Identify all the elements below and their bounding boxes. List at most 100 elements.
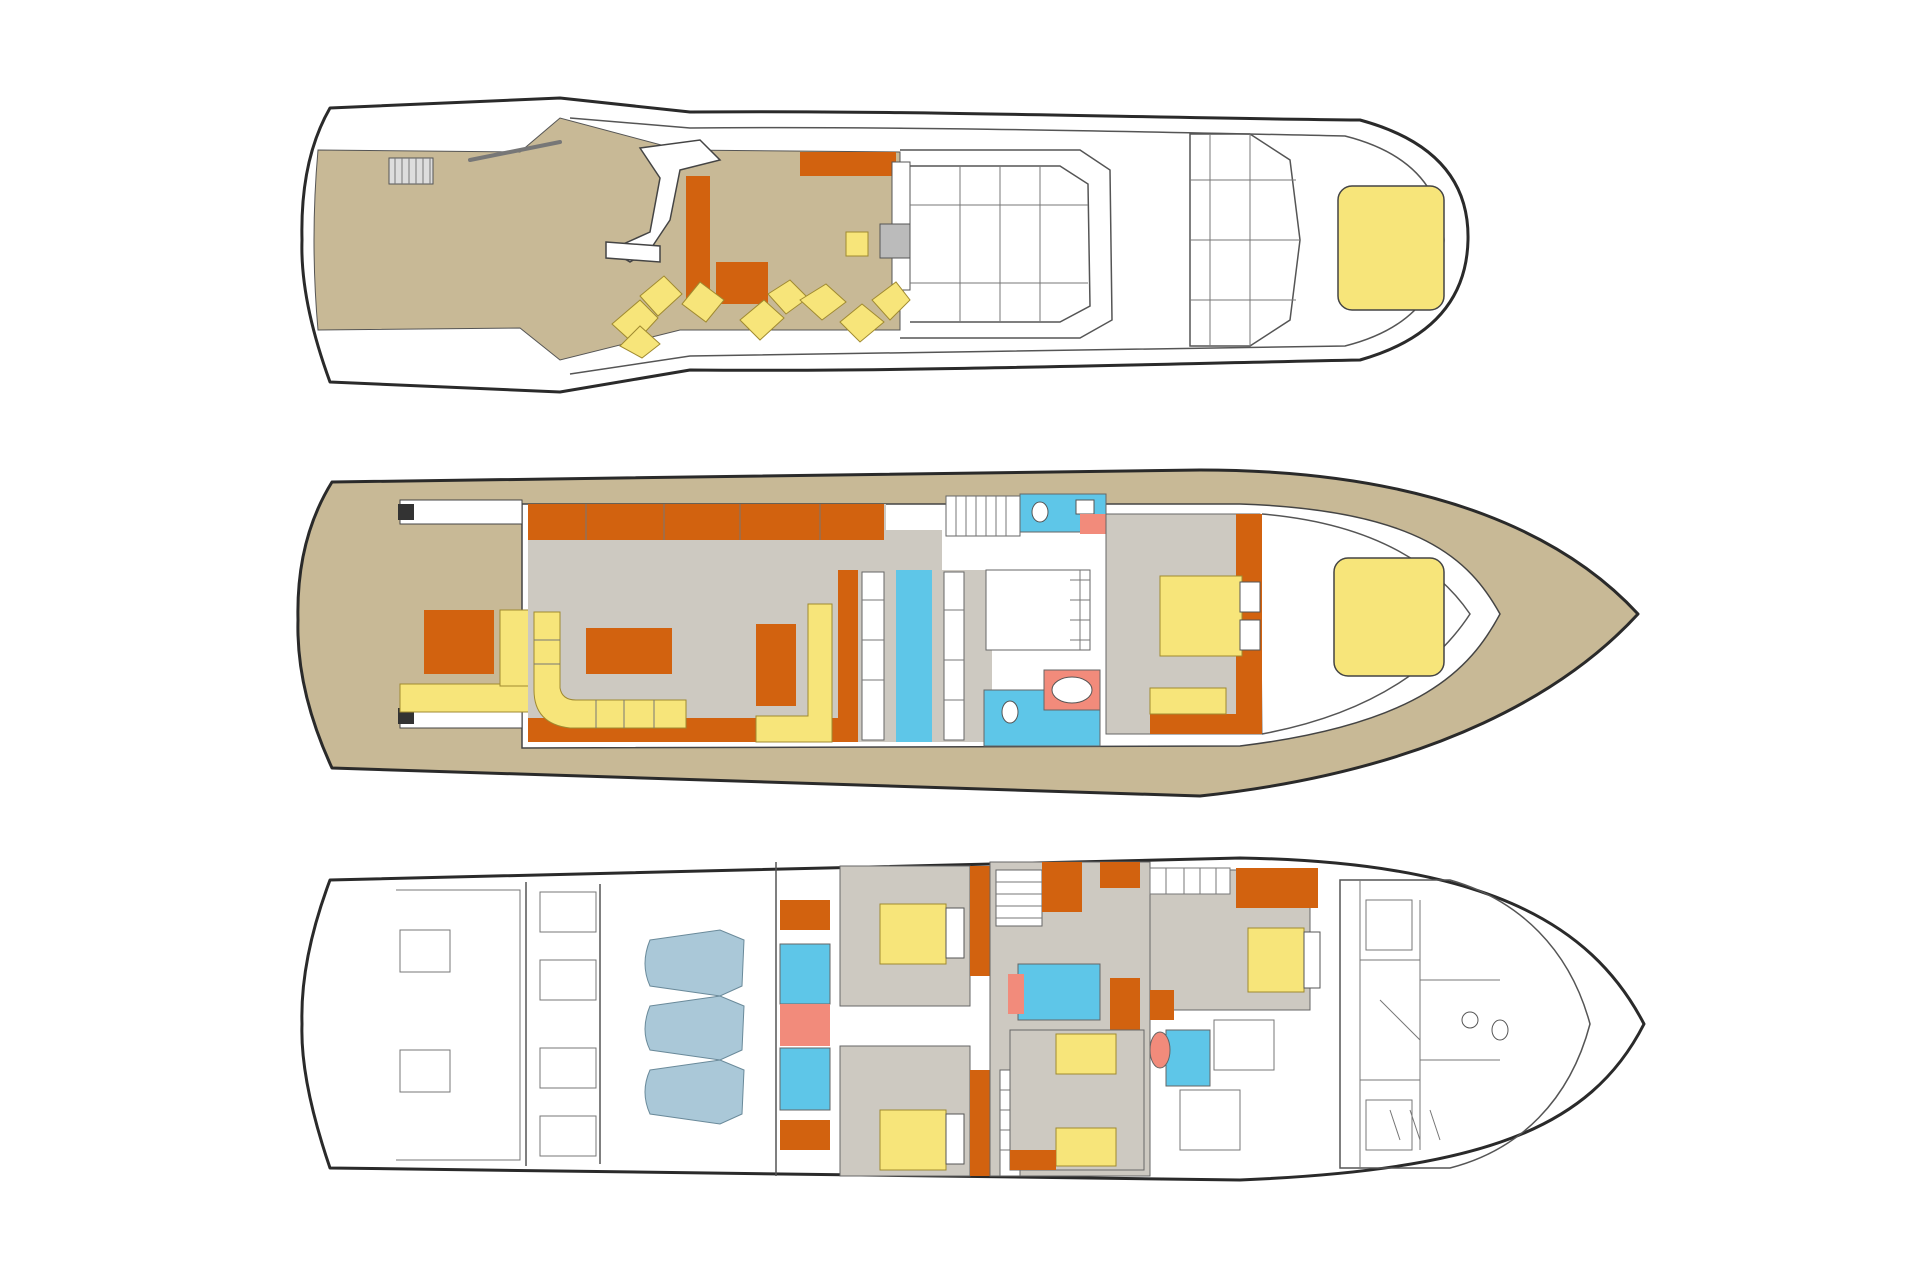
flybridge-wheelhouse-roof xyxy=(1189,133,1301,347)
flybridge-seat-5 xyxy=(739,299,785,341)
flybridge-vent-slats xyxy=(394,158,431,184)
crew-area-walls xyxy=(1359,880,1500,1168)
vip-bed-bottom xyxy=(1055,1127,1117,1167)
salon-l-sofa xyxy=(533,611,687,729)
crew-hatch-lines xyxy=(1389,1109,1441,1141)
guest-cabin-wardrobe-2 xyxy=(970,1070,990,1176)
salon-dining-sofa xyxy=(755,603,833,743)
flybridge-windscreen-inner xyxy=(910,165,1091,323)
aft-cabinet-1 xyxy=(780,900,830,930)
mid-head-cabinet xyxy=(1110,978,1140,1030)
flybridge-helm-orange-top xyxy=(800,152,896,176)
tank-2 xyxy=(539,959,597,1001)
flybridge-seat-3 xyxy=(619,325,661,359)
fwd-cabin-pillow xyxy=(1303,931,1321,989)
master-bed-pillow-2 xyxy=(1239,619,1261,651)
corridor-cabinet-top-2 xyxy=(1100,862,1140,888)
lazarette-inner xyxy=(396,889,521,1161)
guest-cabin-stbd-aft-pillow xyxy=(945,1113,965,1165)
aft-cabinet-2 xyxy=(780,1120,830,1150)
galley-counter xyxy=(861,571,885,741)
flybridge-seat-9 xyxy=(871,281,911,321)
crew-area-outline xyxy=(1339,879,1591,1169)
flybridge-windscreen-panels xyxy=(910,166,1088,322)
main-deck-bow-rail xyxy=(1261,513,1471,735)
lazarette-hatch-2 xyxy=(399,1049,451,1093)
fwd-bath-blue xyxy=(1165,1029,1211,1087)
aft-head-1 xyxy=(779,943,831,1005)
cockpit-sofa-side xyxy=(499,609,531,687)
salon-cabinet-top xyxy=(528,504,884,540)
lower-stairs xyxy=(995,869,1043,927)
aft-head-2 xyxy=(779,1047,831,1111)
galley-island-blue xyxy=(896,570,932,742)
cockpit-sofa-long xyxy=(399,683,531,713)
central-stairs-right xyxy=(1070,570,1090,650)
guest-cabin-port-aft-pillow xyxy=(945,907,965,959)
engine-3 xyxy=(644,1059,745,1125)
master-bath-sink xyxy=(1051,676,1093,704)
tank-3 xyxy=(539,1047,597,1089)
flybridge-wheelhouse-roof-grid xyxy=(1190,134,1300,346)
flybridge-seat-4 xyxy=(681,281,725,323)
master-bed-pillow-1 xyxy=(1239,581,1261,613)
lower-deck xyxy=(300,856,1646,1182)
crew-galley-box xyxy=(1213,1019,1275,1071)
main-deck-bow-sunpad xyxy=(1333,557,1445,677)
tank-4 xyxy=(539,1115,597,1157)
main-deck xyxy=(296,468,1640,798)
crew-bunk-1 xyxy=(1365,899,1413,951)
tank-1 xyxy=(539,891,597,933)
fwd-cabin-cabinet xyxy=(1236,868,1318,908)
galley-counter-right xyxy=(943,571,965,741)
crew-bunk-2 xyxy=(1365,1099,1413,1151)
aft-shower-pink-2 xyxy=(780,1024,830,1046)
main-deck-stairs xyxy=(945,495,1021,537)
crew-toilet xyxy=(1491,1019,1509,1041)
flybridge-lounge-seating xyxy=(611,275,911,359)
day-head-toilet xyxy=(1031,501,1049,523)
vip-bed-top xyxy=(1055,1033,1117,1075)
flybridge-antenna xyxy=(468,140,562,162)
flybridge-console-panel xyxy=(879,223,911,259)
flybridge-bow-sunpad xyxy=(1337,185,1445,311)
salon-bar xyxy=(838,570,858,742)
crew-mess-box xyxy=(1179,1089,1241,1151)
day-head-pink xyxy=(1080,514,1106,534)
salon-sofa-cushion-lines xyxy=(534,639,655,728)
flybridge-helm-seat-block xyxy=(716,262,768,304)
main-deck-stairs-steps xyxy=(955,496,1007,536)
fwd-cabin-shelf-lines xyxy=(1165,868,1217,894)
fwd-cabin-bed xyxy=(1247,927,1305,993)
flybridge-radar-arch-bar xyxy=(605,241,661,263)
guest-cabin-port-aft-bed xyxy=(879,903,947,965)
central-lobby xyxy=(985,569,1091,651)
lazarette-hatch-1 xyxy=(399,929,451,973)
main-deck-aft-step xyxy=(398,504,414,520)
fwd-bath-sink xyxy=(1149,1031,1171,1069)
flybridge-inner-line-top xyxy=(569,117,1445,241)
master-bed xyxy=(1159,575,1243,657)
guest-cabin-wardrobe-1 xyxy=(970,866,990,976)
flybridge-helm-chair xyxy=(845,231,869,257)
flybridge-seat-1 xyxy=(611,299,659,345)
engine-1 xyxy=(644,929,745,997)
master-sofa xyxy=(1149,687,1227,715)
galley-appliance-lines xyxy=(862,599,964,701)
day-head-sink xyxy=(1075,499,1095,515)
flybridge-seat-7 xyxy=(799,283,847,321)
aft-shower-pink-1 xyxy=(780,1004,830,1024)
flybridge-windscreen-outer xyxy=(900,149,1113,339)
main-deck-aft-opening-top xyxy=(399,499,523,525)
flybridge-deck xyxy=(300,96,1470,394)
engine-2 xyxy=(644,995,745,1061)
vip-cabinet-bottom xyxy=(1010,1150,1056,1170)
salon-coffee-table xyxy=(586,628,672,674)
master-bath-toilet xyxy=(1001,700,1019,724)
lower-stairs-steps xyxy=(996,881,1042,919)
mid-head-pink xyxy=(1008,974,1024,1014)
crew-sink xyxy=(1461,1011,1479,1029)
salon-floor xyxy=(528,504,942,742)
mid-head-blue xyxy=(1017,963,1101,1021)
